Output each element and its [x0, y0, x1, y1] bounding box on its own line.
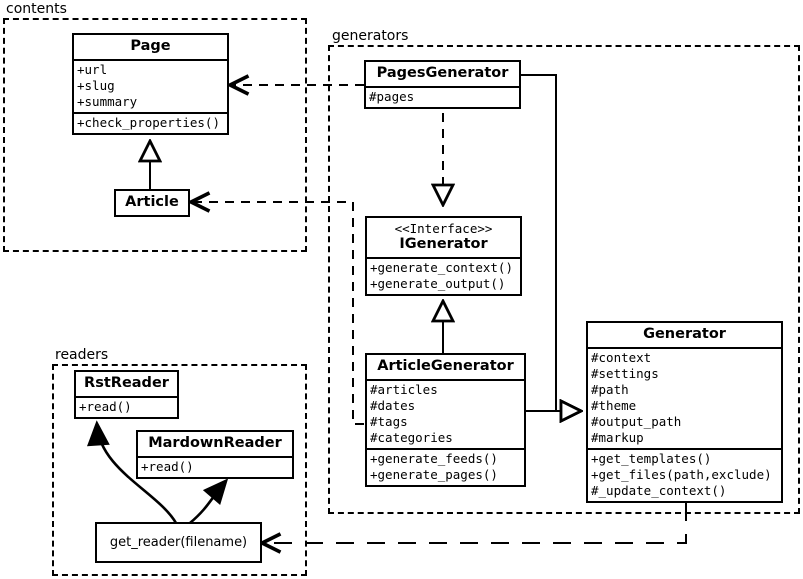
operation-row: #_update_context()	[591, 483, 727, 498]
class-article[interactable]: Article	[114, 189, 190, 217]
operation-row: +generate_context()	[370, 260, 513, 275]
package-contents	[3, 18, 307, 252]
class-rst-reader-title: RstReader	[84, 375, 169, 391]
class-generator[interactable]: Generator #context #settings #path #them…	[586, 321, 783, 503]
class-mardown-reader-operations: +read()	[138, 456, 292, 477]
operation-row: +check_properties()	[77, 115, 220, 130]
class-mardown-reader-title: MardownReader	[148, 435, 282, 451]
attribute-row: +url	[77, 62, 108, 77]
operation-row: +get_templates()	[591, 451, 712, 466]
attribute-row: #context	[591, 350, 652, 365]
class-article-title: Article	[125, 194, 179, 210]
function-get-reader-label: get_reader(filename)	[109, 535, 248, 550]
class-page-operations: +check_properties()	[74, 112, 227, 133]
class-generator-operations: +get_templates() +get_files(path,exclude…	[588, 448, 781, 501]
class-article-generator[interactable]: ArticleGenerator #articles #dates #tags …	[365, 353, 526, 487]
class-pages-generator-attributes: #pages	[366, 86, 519, 107]
attribute-row: #output_path	[591, 414, 682, 429]
operation-row: +generate_pages()	[370, 467, 498, 482]
attribute-row: #pages	[369, 89, 415, 104]
attribute-row: #theme	[591, 398, 637, 413]
package-readers-label: readers	[53, 347, 111, 363]
package-contents-label: contents	[4, 1, 69, 17]
attribute-row: #dates	[370, 398, 416, 413]
class-igenerator-title: <<Interface>> IGenerator	[367, 218, 520, 257]
operation-row: +read()	[141, 459, 194, 474]
class-igenerator-name: IGenerator	[399, 236, 488, 252]
class-pages-generator[interactable]: PagesGenerator #pages	[364, 60, 521, 109]
class-article-generator-title: ArticleGenerator	[377, 358, 514, 374]
operation-row: +read()	[79, 399, 132, 414]
class-page-attributes: +url +slug +summary	[74, 59, 227, 112]
class-page-title: Page	[130, 38, 171, 54]
package-readers	[52, 364, 307, 576]
attribute-row: #articles	[370, 382, 438, 397]
attribute-row: #path	[591, 382, 629, 397]
class-generator-title: Generator	[643, 326, 726, 342]
class-article-generator-operations: +generate_feeds() +generate_pages()	[367, 448, 524, 485]
class-mardown-reader[interactable]: MardownReader +read()	[136, 430, 294, 479]
class-rst-reader-operations: +read()	[76, 396, 177, 417]
attribute-row: +slug	[77, 78, 115, 93]
function-get-reader[interactable]: get_reader(filename)	[95, 522, 262, 563]
class-pages-generator-title: PagesGenerator	[376, 65, 509, 81]
attribute-row: +summary	[77, 94, 138, 109]
class-igenerator-stereotype: <<Interface>>	[394, 221, 493, 236]
class-igenerator-operations: +generate_context() +generate_output()	[367, 257, 520, 294]
attribute-row: #settings	[591, 366, 659, 381]
class-generator-attributes: #context #settings #path #theme #output_…	[588, 347, 781, 448]
attribute-row: #markup	[591, 430, 644, 445]
package-generators-label: generators	[330, 28, 411, 44]
attribute-row: #tags	[370, 414, 408, 429]
class-igenerator[interactable]: <<Interface>> IGenerator +generate_conte…	[365, 216, 522, 296]
operation-row: +generate_output()	[370, 276, 506, 291]
operation-row: +get_files(path,exclude)	[591, 467, 772, 482]
class-page[interactable]: Page +url +slug +summary +check_properti…	[72, 33, 229, 135]
class-rst-reader[interactable]: RstReader +read()	[74, 370, 179, 419]
attribute-row: #categories	[370, 430, 453, 445]
operation-row: +generate_feeds()	[370, 451, 498, 466]
class-article-generator-attributes: #articles #dates #tags #categories	[367, 379, 524, 448]
